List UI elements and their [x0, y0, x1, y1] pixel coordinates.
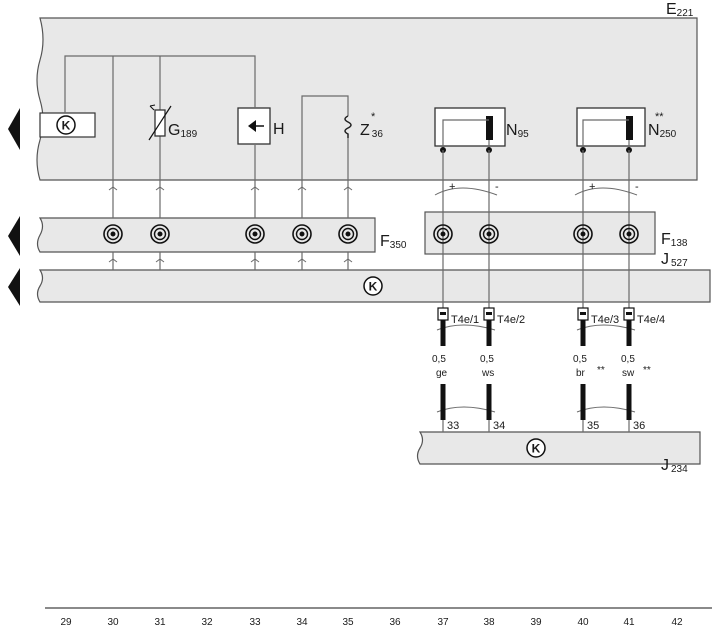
spiral-connector-icon [150, 224, 170, 244]
wire-mark-40: ** [597, 365, 605, 376]
spiral-connector-icon [479, 224, 499, 244]
pin-34: 34 [493, 420, 505, 432]
spiral-connector-icon [103, 224, 123, 244]
k-symbol-icon [56, 115, 76, 135]
pin-33: 33 [447, 420, 459, 432]
f138-bar [424, 211, 656, 255]
wire-color-37: ge [436, 368, 448, 379]
wire-color-40: br [576, 368, 586, 379]
track-number: 34 [296, 617, 308, 628]
track-number: 30 [107, 617, 119, 628]
n250-label: N250 [648, 122, 677, 140]
n250-mark: ** [655, 111, 664, 123]
track-number: 40 [577, 617, 589, 628]
n95-plus-label: + [449, 181, 455, 193]
n95-inner-wire [442, 119, 489, 150]
wire-color-38: ws [481, 368, 494, 379]
k-symbol-text: K [62, 119, 71, 133]
n95-minus-label: - [495, 181, 499, 193]
wire-mark-41: ** [643, 365, 651, 376]
pin-35: 35 [587, 420, 599, 432]
f350-label: F350 [380, 233, 407, 251]
connector-label-t4e-4: T4e/4 [637, 314, 665, 326]
spiral-connector-icon [619, 224, 639, 244]
e221-unit-frame [36, 17, 698, 181]
z36-heater-icon [344, 115, 352, 138]
j527-k-text: K [369, 280, 378, 294]
spiral-connector-icon [433, 224, 453, 244]
z36-mark: * [371, 111, 376, 123]
connector-label-t4e-3: T4e/3 [591, 314, 619, 326]
spiral-connectors [103, 224, 639, 244]
left-pointer-arrow-1 [8, 108, 20, 150]
spiral-connector-icon [573, 224, 593, 244]
n250-minus-label: - [635, 181, 639, 193]
track-number: 29 [60, 617, 72, 628]
n250-inner-wire [582, 119, 629, 150]
wire-track-34-loop [301, 95, 349, 218]
n250-plus-label: + [589, 181, 595, 193]
wire-hop-ticks [108, 186, 353, 263]
g189-label: G189 [168, 122, 198, 140]
track-number: 39 [530, 617, 542, 628]
track-number: 41 [623, 617, 635, 628]
j234-k-icon [526, 438, 546, 458]
connector-label-t4e-2: T4e/2 [497, 314, 525, 326]
track-number: 35 [342, 617, 354, 628]
pin-36: 36 [633, 420, 645, 432]
g189-temp-mark-icon [149, 104, 156, 111]
f138-label: F138 [661, 231, 688, 249]
track-number: 37 [437, 617, 449, 628]
spiral-connector-icon [292, 224, 312, 244]
connector-label-t4e-1: T4e/1 [451, 314, 479, 326]
n95-valve-box [434, 107, 506, 147]
spiral-connector-icon [245, 224, 265, 244]
wire-size-41: 0,5 [621, 354, 635, 365]
left-pointer-arrow-3 [8, 268, 20, 306]
track-number: 32 [201, 617, 213, 628]
track-number: 36 [389, 617, 401, 628]
n95-label: N95 [506, 122, 529, 140]
track-number: 33 [249, 617, 261, 628]
track-number: 38 [483, 617, 495, 628]
wire-size-38: 0,5 [480, 354, 494, 365]
g189-variable-arrow-icon [148, 105, 172, 141]
track-numbers: 29 30 31 32 33 34 35 36 37 38 39 40 41 4… [60, 617, 683, 628]
wire-size-40: 0,5 [573, 354, 587, 365]
wire-color-41: sw [622, 368, 635, 379]
n250-valve-box [576, 107, 646, 147]
f350-bar [36, 217, 376, 253]
n95-coil-icon [486, 116, 493, 140]
track-number: 42 [671, 617, 683, 628]
spiral-connector-icon [338, 224, 358, 244]
h-switch-icon [248, 120, 256, 132]
track-number: 31 [154, 617, 166, 628]
wire-size-37: 0,5 [432, 354, 446, 365]
left-pointer-arrow-2 [8, 216, 20, 256]
h-label: H [273, 121, 285, 138]
j234-bar [416, 431, 701, 465]
j527-k-icon [363, 276, 383, 296]
n250-coil-icon [626, 116, 633, 140]
e221-label: E221 [666, 1, 694, 19]
j234-k-text: K [532, 442, 541, 456]
